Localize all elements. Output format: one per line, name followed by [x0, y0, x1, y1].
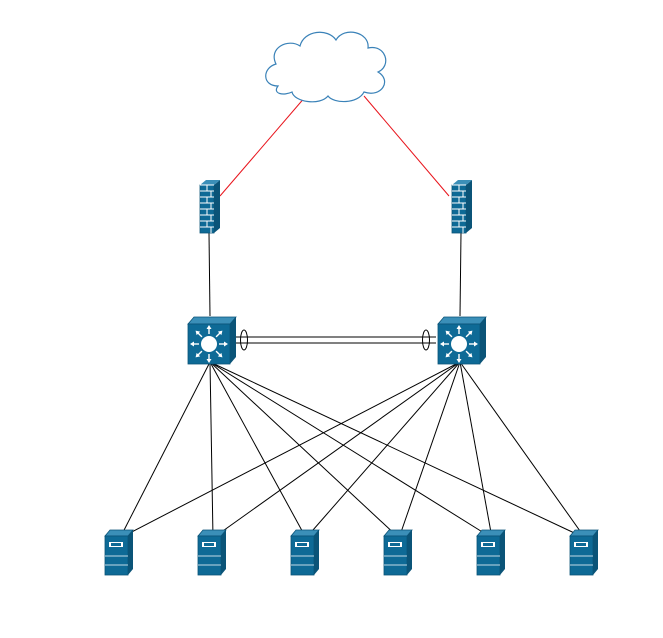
server-icon — [569, 529, 599, 576]
firewall-side — [466, 180, 472, 233]
switch-top — [437, 316, 487, 325]
server-side — [500, 530, 505, 575]
server-front — [290, 535, 315, 576]
switch-arrow-head — [467, 330, 473, 336]
switch-arrow-head — [440, 341, 444, 347]
layer3-switch-icon — [437, 316, 487, 365]
link-core-switch-left-to-server-1 — [119, 361, 211, 539]
server-icon — [476, 529, 506, 576]
server-side — [221, 530, 226, 575]
server-side — [407, 530, 412, 575]
port-channel-bundle-left — [240, 329, 248, 351]
link-core-switch-left-to-server-6 — [209, 361, 586, 539]
server-drive-slot — [390, 543, 400, 546]
switch-arrow-head — [456, 359, 462, 363]
switch-hub-circle — [201, 336, 217, 352]
switch-arrow-head — [206, 359, 212, 363]
switch-side — [230, 317, 236, 364]
server-front — [104, 535, 129, 576]
link-core-switch-right-to-server-1 — [119, 361, 461, 539]
link-core-switch-right-to-server-6 — [459, 361, 586, 539]
switch-arrow-head — [217, 330, 223, 336]
link-core-switch-right-to-server-3 — [305, 361, 461, 539]
port-channel-link — [234, 329, 436, 351]
link-core-switch-left-to-server-2 — [209, 361, 214, 539]
server-front — [569, 535, 594, 576]
server-icon — [383, 529, 413, 576]
firewall-top — [200, 180, 220, 185]
link-internet-cloud-to-firewall-left — [219, 95, 307, 197]
switch-hub-circle — [451, 336, 467, 352]
layer3-switch-icon — [187, 316, 237, 365]
server-side — [593, 530, 598, 575]
link-core-switch-right-to-server-2 — [212, 361, 461, 539]
switch-arrow-head — [206, 325, 212, 329]
firewall-icon — [199, 180, 220, 234]
firewall-side — [214, 180, 220, 233]
link-firewall-left-to-core-switch-left — [208, 232, 211, 317]
server-drive-slot — [576, 543, 586, 546]
link-core-switch-right-to-server-5 — [459, 361, 493, 539]
switch-arrow-head — [190, 341, 194, 347]
cloud-icon — [265, 31, 387, 103]
server-side — [314, 530, 319, 575]
links-layer — [119, 95, 586, 539]
switch-arrow-head — [195, 352, 201, 358]
switch-arrow-head — [217, 352, 223, 358]
switch-arrow-head — [456, 325, 462, 329]
link-core-switch-right-to-server-4 — [398, 361, 461, 539]
firewall-top — [452, 180, 472, 185]
server-drive-slot — [483, 543, 493, 546]
cloud-shape — [265, 31, 387, 103]
switch-arrow-head — [445, 330, 451, 336]
switch-arrow-head — [195, 330, 201, 336]
switch-arrow-head — [224, 341, 228, 347]
server-drive-slot — [111, 543, 121, 546]
server-drive-slot — [297, 543, 307, 546]
link-core-switch-left-to-server-3 — [209, 361, 307, 539]
server-drive-slot — [204, 543, 214, 546]
server-front — [383, 535, 408, 576]
link-core-switch-left-to-server-4 — [209, 361, 400, 539]
firewall-icon — [451, 180, 472, 234]
server-front — [476, 535, 501, 576]
switch-arrow-head — [467, 352, 473, 358]
server-front — [197, 535, 222, 576]
switch-arrow-head — [474, 341, 478, 347]
link-internet-cloud-to-firewall-right — [363, 95, 450, 197]
nodes-layer — [104, 31, 599, 576]
switch-top — [187, 316, 237, 325]
server-side — [128, 530, 133, 575]
server-icon — [290, 529, 320, 576]
link-firewall-right-to-core-switch-right — [459, 232, 462, 317]
server-icon — [197, 529, 227, 576]
link-core-switch-left-to-server-5 — [209, 361, 493, 539]
switch-arrow-head — [445, 352, 451, 358]
port-channel-bundle-right — [422, 329, 430, 351]
switch-side — [480, 317, 486, 364]
server-icon — [104, 529, 134, 576]
